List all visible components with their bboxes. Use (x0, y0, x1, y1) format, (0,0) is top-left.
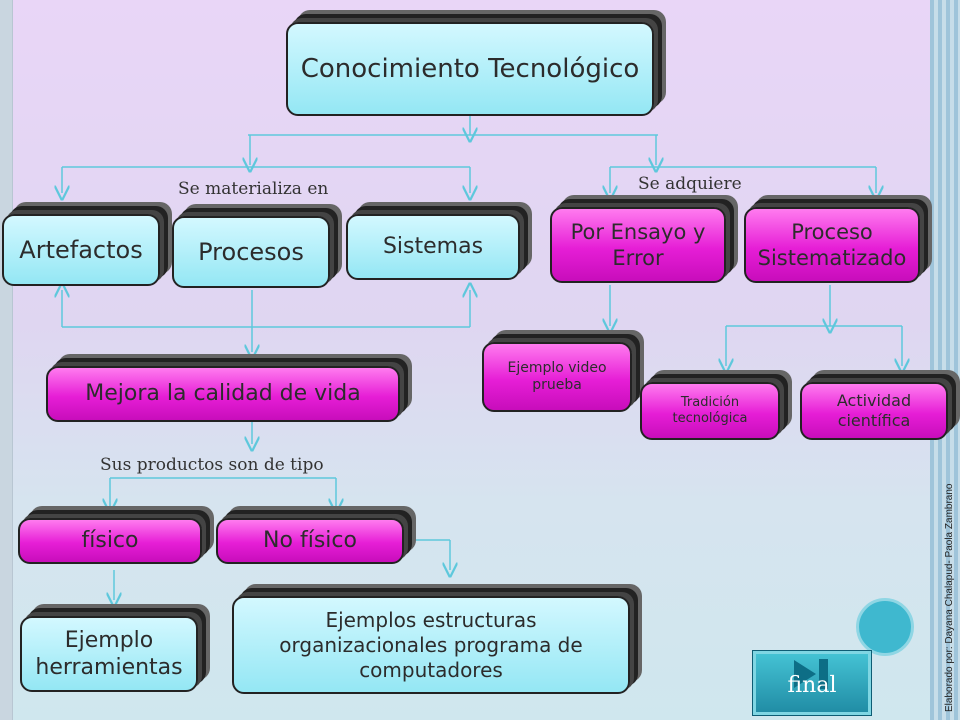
final-button-label: final (787, 673, 837, 698)
node-no-fisico: No físico (216, 518, 404, 564)
node-mejora-calidad-de-vida: Mejora la calidad de vida (46, 366, 400, 422)
node-ejemplo-video-prueba: Ejemplo video prueba (482, 342, 632, 412)
node-artefactos: Artefactos (2, 214, 160, 286)
node-sistemas: Sistemas (346, 214, 520, 280)
label-se-adquiere: Se adquiere (638, 174, 742, 194)
left-edge-bar (0, 0, 13, 720)
decorative-circle (856, 598, 914, 656)
node-conocimiento-tecnologico: Conocimiento Tecnológico (286, 22, 654, 116)
node-proceso-sistematizado: Proceso Sistematizado (744, 207, 920, 283)
node-por-ensayo-y-error: Por Ensayo y Error (550, 207, 726, 283)
label-se-materializa-en: Se materializa en (178, 179, 329, 199)
skip-end-icon (785, 657, 837, 691)
node-ejemplos-estructuras: Ejemplos estructuras organizacionales pr… (232, 596, 630, 694)
node-procesos: Procesos (172, 216, 330, 288)
final-button[interactable]: final (752, 650, 872, 716)
node-tradicion-tecnologica: Tradición tecnológica (640, 382, 780, 440)
label-sus-productos: Sus productos son de tipo (100, 455, 324, 475)
node-actividad-cientifica: Actividad científica (800, 382, 948, 440)
node-fisico: físico (18, 518, 202, 564)
author-credit: Elaborado por: Dayana Chalapud- Paola Za… (944, 483, 955, 712)
node-ejemplo-herramientas: Ejemplo herramientas (20, 616, 198, 692)
right-edge-stripes (930, 0, 960, 720)
